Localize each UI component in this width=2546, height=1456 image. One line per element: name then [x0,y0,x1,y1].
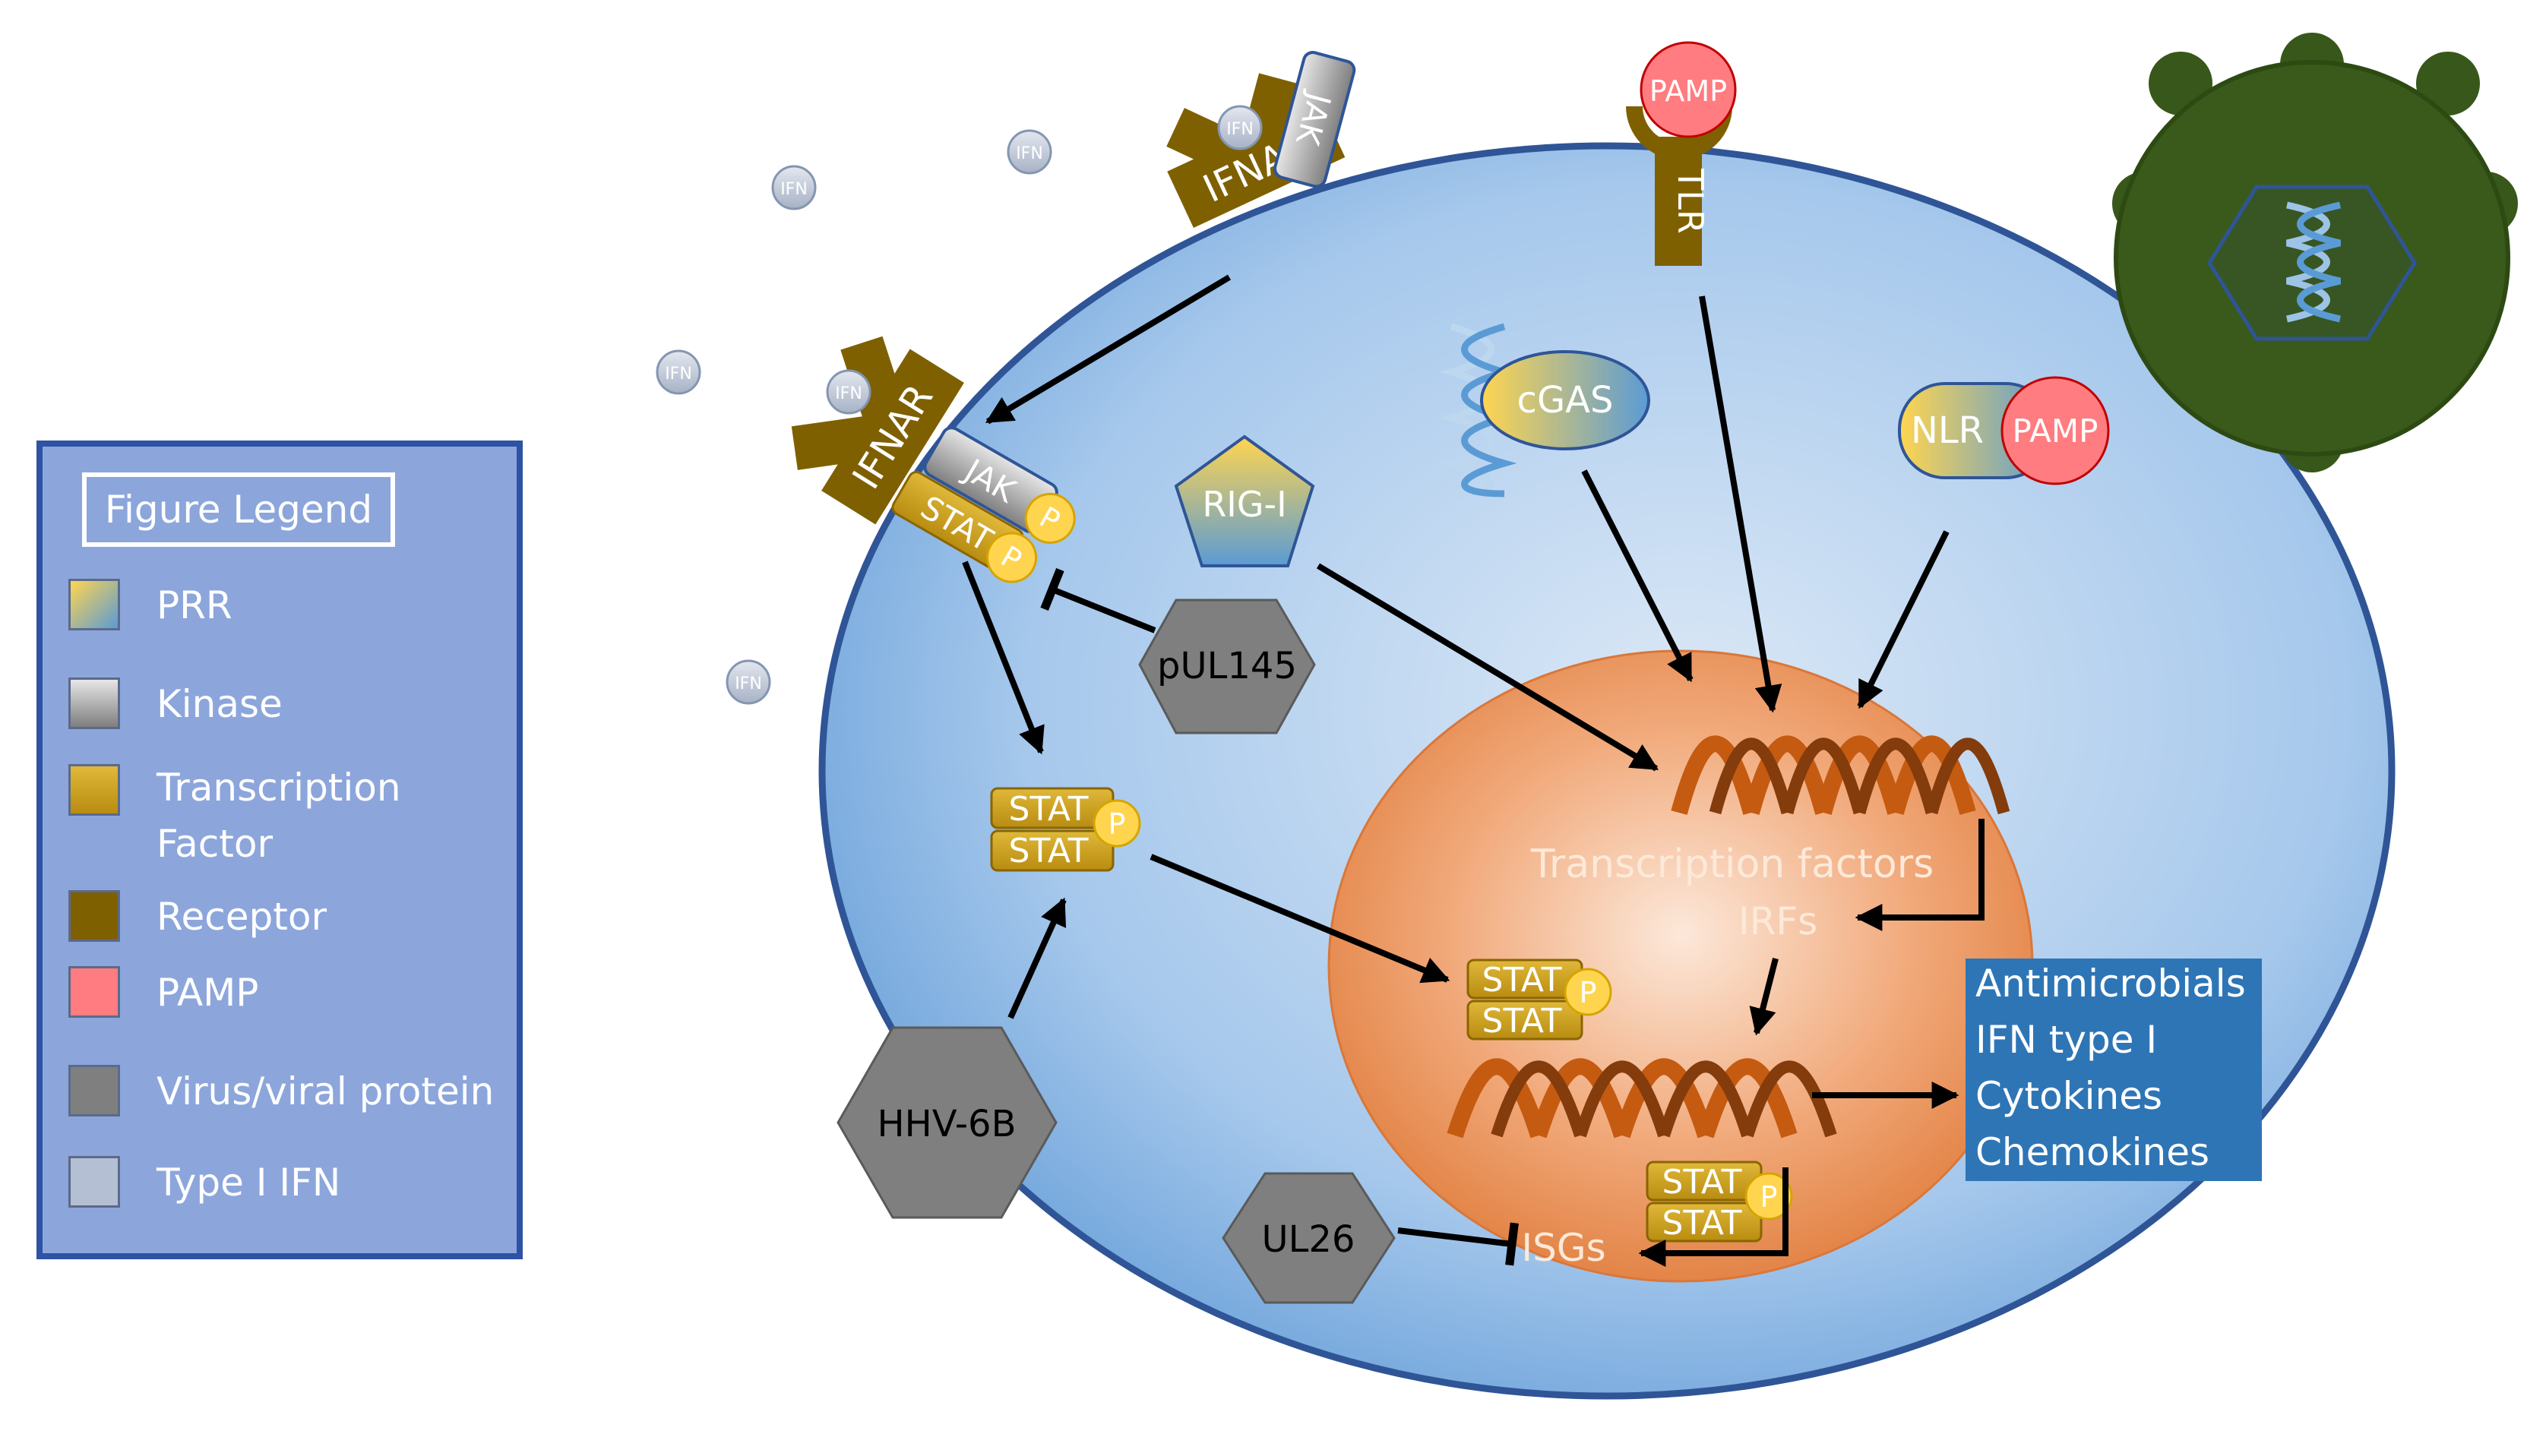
ifn-molecule: IFN [656,349,701,395]
pamp-nlr-label: PAMP [2013,412,2098,450]
transcription-factors-label: Transcription factors [1530,842,1934,887]
cgas-label: cGAS [1517,379,1614,422]
arrow-jak-stat-to-dimer [962,561,1045,755]
ifn-bound-top-label: IFN [1226,120,1254,139]
legend-label: Virus/viral protein [157,1069,495,1113]
pul145-label: pUL145 [1157,645,1297,687]
arrow-stat-to-isgs [1638,1167,1789,1267]
phospho-stat [986,532,1038,583]
legend-swatch-pamp [68,966,120,1018]
stat-dimer-cytoplasm-p: P [1109,807,1126,841]
ifn-molecule: IFN [1007,129,1052,175]
arrow-cgas-to-dna [1581,469,1694,683]
legend-swatch-kinase [68,677,120,729]
stat-dimer-nucleus-bottom: STAT [1482,1002,1562,1041]
hhv-6b-virus [837,1026,1058,1219]
ul26-label: UL26 [1262,1218,1355,1261]
arrow-irfs-to-dna [1749,958,1779,1036]
isgs-label: ISGs [1521,1226,1605,1270]
arrow-ifnar-activation [985,274,1232,425]
output-box [1966,959,2262,1181]
irfs-label: IRFs [1738,899,1817,943]
output-item: Antimicrobials [1975,962,2246,1006]
tlr-receptor: TLR PAMP [1626,41,1737,266]
ifn-bound-active [826,369,871,415]
hhv-6b-label: HHV-6B [878,1103,1017,1145]
arrow-stat-to-nucleus [1150,854,1450,984]
stat-dimer-isg-bottom: STAT [1662,1204,1742,1243]
stat-dimer-cytoplasm: STAT STAT P [990,787,1141,872]
ifn-molecule: IFN [726,659,771,705]
legend-label: Transcription Factor [157,766,401,866]
nlr-label: NLR [1911,409,1984,452]
stat-dimer-isg: STAT STAT P [1646,1161,1793,1243]
pathway-arrows [962,274,1985,1267]
arrow-rig-i-to-dna [1316,563,1659,772]
tlr-label: TLR [1670,168,1711,234]
stat-dimer-isg-p: P [1760,1180,1778,1214]
stat-dimer-nucleus-top: STAT [1482,961,1562,1000]
inhibit-ul26-to-isgs [1397,1222,1519,1266]
rig-i-label: RIG-I [1202,484,1286,525]
output-item: Chemokines [1975,1130,2209,1174]
ifn-bound-active-label: IFN [835,384,862,403]
ifnar-receptor-unbound: IFNAR JAK [1166,51,1356,229]
ifn-molecule-label: IFN [1016,144,1043,163]
pamp-tlr [1640,41,1737,138]
pamp-tlr-label: PAMP [1649,74,1727,108]
legend-label: PRR [157,583,232,627]
inhibit-pul145-to-stat [1040,567,1156,633]
rig-i-sensor [1174,434,1315,567]
legend-label: Receptor [157,895,327,939]
legend-swatch-receptor [68,890,120,942]
stat-dimer-isg-top: STAT [1662,1163,1742,1202]
ifn-molecule-label: IFN [735,674,762,693]
output-item: Cytokines [1975,1074,2162,1118]
legend-label: Kinase [157,682,283,726]
jak-kinase-top [1273,51,1356,188]
arrow-nlr-to-dna [1857,530,1950,709]
pamp-nlr [2000,376,2110,485]
legend-swatch-virus [68,1065,120,1116]
stat-dimer-cytoplasm-top: STAT [1009,790,1089,829]
stat-dimer-cytoplasm-bottom: STAT [1009,832,1089,870]
capsid-icon [2207,185,2417,341]
phospho-jak [1024,492,1076,544]
output-item: IFN type I [1975,1018,2157,1062]
dna-helix-lower [1447,1058,1837,1139]
cgas-sensor [1480,350,1650,450]
stat-dimer-nucleus-p: P [1580,976,1597,1009]
pul145-protein [1138,599,1316,734]
ul26-protein [1222,1172,1396,1304]
virus-particle [2112,33,2518,472]
arrow-hhv6b-to-stat [1007,897,1067,1019]
legend-label: Type I IFN [157,1161,341,1205]
ifn-bound-top [1217,105,1263,150]
ifn-molecule-label: IFN [780,180,808,199]
stat-dimer-nucleus: STAT STAT P [1466,959,1612,1041]
arrow-dna-to-irfs [1855,819,1985,931]
legend-title: Figure Legend [82,472,395,547]
viral-dna-icon [2286,201,2341,323]
ifn-molecule-label: IFN [665,365,692,384]
legend-swatch-tf [68,764,120,816]
arrow-tlr-to-dna [1699,295,1782,713]
legend-swatch-ifn [68,1156,120,1208]
legend-label: PAMP [157,971,259,1015]
legend-swatch-prr [68,579,120,630]
ifn-molecule: IFN [771,165,817,210]
dna-helix-upper [1671,735,2010,815]
